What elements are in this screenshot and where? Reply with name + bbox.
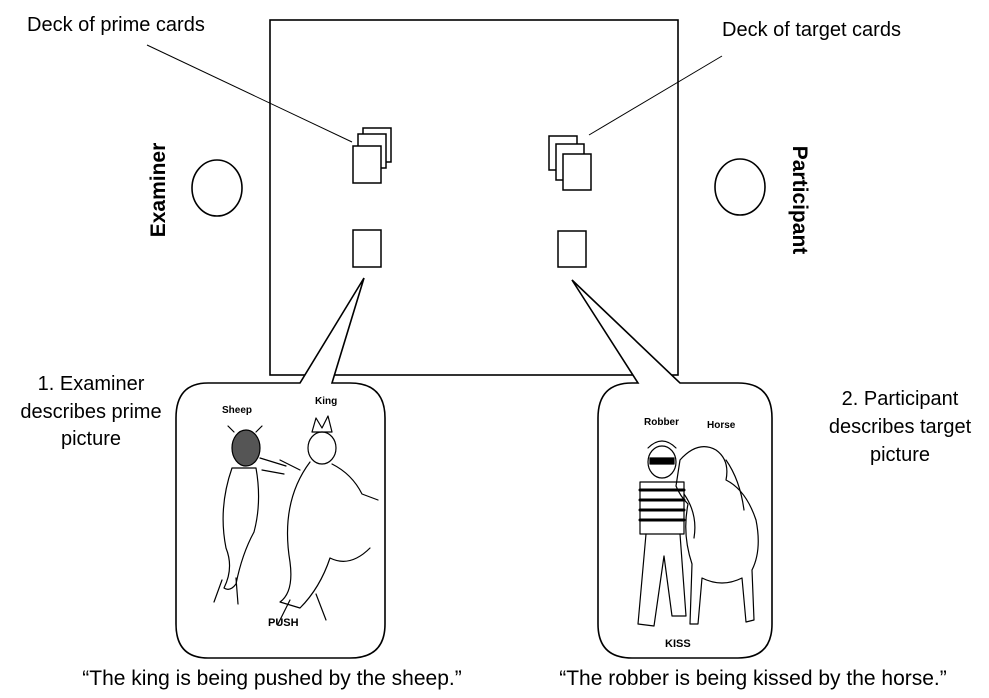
examiner-seat [191,159,243,217]
target-patient-label: Robber [644,417,679,428]
robber-drawing [637,440,696,627]
target-deck-label: Deck of target cards [722,19,901,41]
target-card-played [557,230,587,268]
svg-text:1. Examiner: 1. Examiner [38,373,145,395]
prime-action-label: PUSH [268,617,299,629]
sheep-drawing [213,425,287,605]
step1-text: 1. Examiner describes prime picture [20,373,161,450]
horse-drawing [675,446,759,625]
prime-agent-label: Sheep [222,405,252,416]
prime-picture-bubble [175,277,386,659]
target-agent-label: Horse [707,420,736,431]
participant-label: Participant [788,146,811,255]
target-sentence: “The robber is being kissed by the horse… [559,667,947,690]
prime-sentence: “The king is being pushed by the sheep.” [82,667,461,690]
prime-patient-label: King [315,396,337,407]
prime-card-deck [352,127,392,184]
svg-text:2. Participant: 2. Participant [842,388,959,410]
svg-text:describes target: describes target [829,416,972,438]
step2-text: 2. Participant describes target picture [829,388,972,466]
target-picture-bubble [571,279,773,659]
svg-text:picture: picture [61,428,121,450]
target-card-deck [548,135,592,191]
svg-text:describes prime: describes prime [20,401,161,423]
participant-seat [714,158,766,216]
prime-deck-leader [146,44,353,143]
svg-text:picture: picture [870,444,930,466]
examiner-label: Examiner [147,143,170,238]
target-deck-leader [588,55,723,136]
target-action-label: KISS [665,638,691,650]
prime-deck-label: Deck of prime cards [27,14,205,36]
king-drawing [277,415,379,625]
prime-card-played [352,229,382,268]
